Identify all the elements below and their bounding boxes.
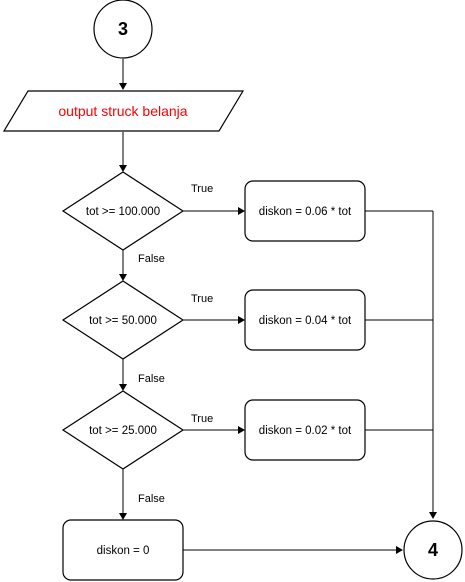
decision-1-false-label: False bbox=[138, 253, 165, 265]
edges bbox=[119, 59, 437, 554]
process-label: diskon = 0.06 * tot bbox=[259, 206, 352, 218]
end-connector[interactable]: 4 bbox=[403, 520, 463, 580]
decision-2-true-label: True bbox=[191, 293, 213, 305]
decision-shape bbox=[61, 390, 185, 470]
connector-circle bbox=[403, 520, 463, 580]
process-label: diskon = 0 bbox=[97, 545, 150, 557]
decision-3-true-label: True bbox=[191, 413, 213, 425]
arrowhead bbox=[119, 384, 127, 391]
arrowhead bbox=[238, 426, 245, 434]
process-label: diskon = 0.02 * tot bbox=[259, 425, 352, 437]
output-label: output struck belanja bbox=[58, 103, 187, 119]
decision-1[interactable]: tot >= 100.000 bbox=[61, 171, 185, 251]
decision-3-false-label: False bbox=[138, 493, 165, 505]
arrowhead bbox=[238, 316, 245, 324]
arrowhead bbox=[429, 512, 437, 519]
arrowhead bbox=[238, 207, 245, 215]
arrowhead bbox=[119, 83, 127, 90]
output-node[interactable]: output struck belanja bbox=[2, 90, 245, 132]
decision-condition: tot >= 100.000 bbox=[86, 206, 160, 218]
process-shape bbox=[244, 180, 366, 242]
arrowhead bbox=[396, 546, 403, 554]
decision-shape bbox=[61, 171, 185, 251]
connector-label: 4 bbox=[428, 540, 438, 560]
process-label: diskon = 0.04 * tot bbox=[259, 315, 352, 327]
process-shape bbox=[244, 289, 366, 351]
decision-2-false-label: False bbox=[138, 373, 165, 385]
decision-3[interactable]: tot >= 25.000 bbox=[61, 390, 185, 470]
decision-shape bbox=[61, 280, 185, 360]
connector-label: 3 bbox=[118, 19, 128, 39]
decision-1-true-label: True bbox=[191, 183, 213, 195]
process-shape bbox=[244, 399, 366, 461]
arrowhead bbox=[119, 274, 127, 281]
decision-2[interactable]: tot >= 50.000 bbox=[61, 280, 185, 360]
process-shape bbox=[62, 519, 184, 581]
process-3[interactable]: diskon = 0.02 * tot bbox=[244, 399, 366, 461]
arrowhead bbox=[119, 165, 127, 172]
arrowhead bbox=[119, 513, 127, 520]
default-process[interactable]: diskon = 0 bbox=[62, 519, 184, 581]
decision-condition: tot >= 50.000 bbox=[89, 315, 157, 327]
decision-condition: tot >= 25.000 bbox=[89, 425, 157, 437]
process-2[interactable]: diskon = 0.04 * tot bbox=[244, 289, 366, 351]
connector-circle bbox=[93, 0, 153, 59]
start-connector[interactable]: 3 bbox=[93, 0, 153, 59]
output-shape bbox=[2, 90, 245, 132]
process-1[interactable]: diskon = 0.06 * tot bbox=[244, 180, 366, 242]
